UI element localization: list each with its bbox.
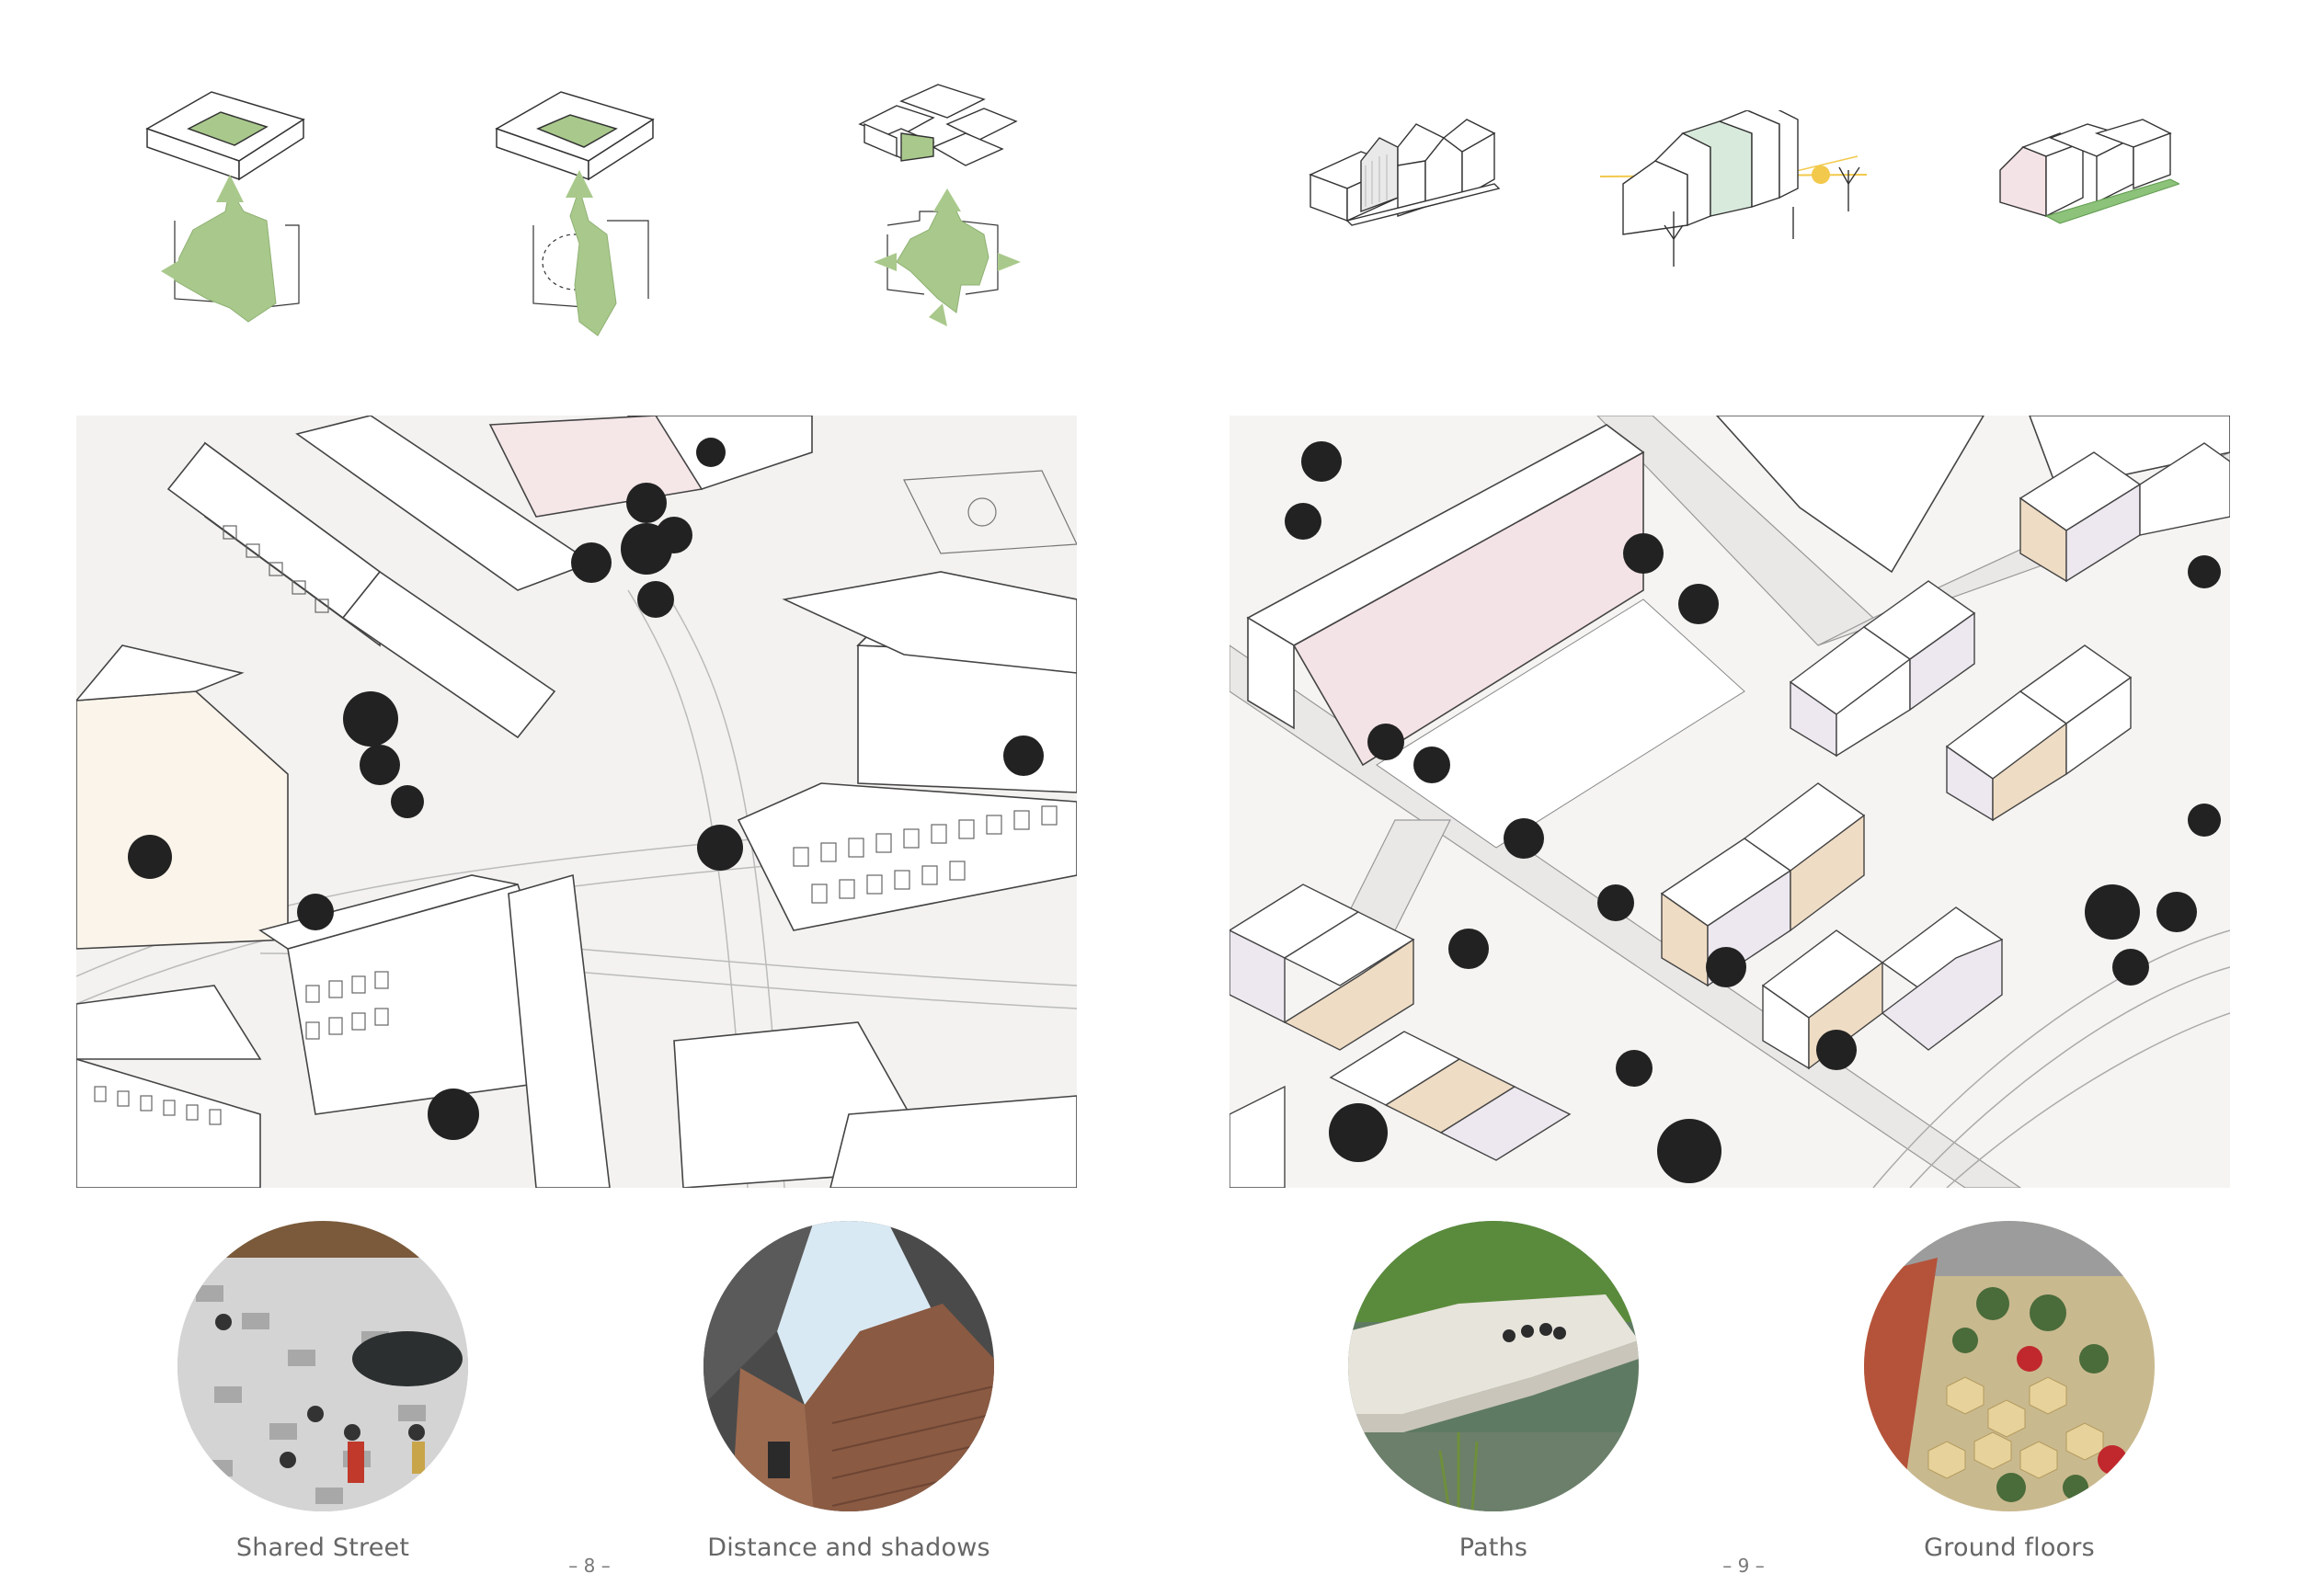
caption-ground-floors: Ground floors (1924, 1533, 2095, 1562)
distance-and-shadows-photo (703, 1221, 994, 1511)
caption-paths: Paths (1458, 1533, 1528, 1562)
ground-floor-diagram (1996, 115, 2179, 234)
ground-floors-photo (1864, 1221, 2155, 1511)
left-axonometric-plan (76, 416, 1077, 1188)
shared-street-photo (177, 1221, 468, 1511)
courtyard-diagram-3 (846, 74, 1048, 340)
right-axonometric-plan (1230, 416, 2230, 1188)
rowhouse-diagram-1 (1306, 110, 1508, 257)
courtyard-diagram-1 (138, 74, 322, 340)
page-number-left: – 8 – (568, 1555, 611, 1577)
paths-photo (1348, 1221, 1639, 1511)
courtyard-diagram-2 (487, 74, 671, 340)
page-number-right: – 9 – (1722, 1555, 1765, 1577)
sunlight-diagram (1591, 110, 1876, 267)
caption-shared-street: Shared Street (235, 1533, 410, 1562)
caption-distance-and-shadows: Distance and shadows (707, 1533, 990, 1562)
